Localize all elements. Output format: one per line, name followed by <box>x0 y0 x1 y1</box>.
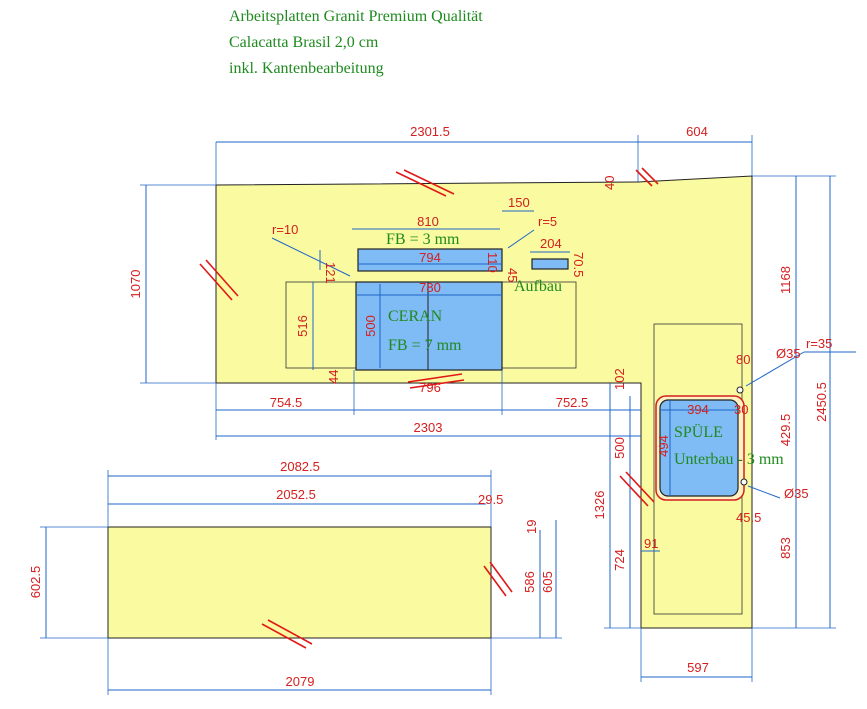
dim-150: 150 <box>508 195 530 210</box>
dim-19: 19 <box>524 520 539 534</box>
dim-29-5: 29.5 <box>478 492 503 507</box>
dim-top-604: 604 <box>686 124 708 139</box>
dim-2052-5: 2052.5 <box>276 487 316 502</box>
edge-hatch-marks <box>199 167 659 649</box>
dim-853: 853 <box>778 537 793 559</box>
dim-1326: 1326 <box>592 491 607 520</box>
header-line-3: inkl. Kantenbearbeitung <box>229 60 384 77</box>
dim-91: 91 <box>644 536 658 551</box>
dim-r10: r=10 <box>272 222 298 237</box>
header-line-2: Calacatta Brasil 2,0 cm <box>229 34 379 51</box>
dim-top-2301: 2301.5 <box>410 124 450 139</box>
dim-586: 586 <box>522 571 537 593</box>
dim-110: 110 <box>485 252 500 273</box>
dim-724: 724 <box>612 549 627 571</box>
dim-796: 796 <box>419 380 441 395</box>
dim-44: 44 <box>326 370 341 384</box>
label-ceran: CERAN <box>388 308 443 325</box>
dim-602-5: 602.5 <box>28 566 43 599</box>
tap-hole-bottom <box>740 478 748 486</box>
dim-45: 45 <box>505 268 520 282</box>
label-fb3: FB = 3 mm <box>386 231 460 248</box>
main-countertop-slab <box>215 175 753 629</box>
dim-1168: 1168 <box>778 266 793 294</box>
vent-cutout <box>357 248 503 272</box>
dim-605: 605 <box>540 571 555 593</box>
dim-794: 794 <box>419 250 441 265</box>
dim-40: 40 <box>602 176 617 190</box>
dim-810: 810 <box>417 214 439 229</box>
label-spuele: SPÜLE <box>674 423 723 441</box>
aufbau-cutout <box>531 258 569 270</box>
dim-121: 121 <box>323 262 338 284</box>
dim-429-5: 429.5 <box>778 414 793 447</box>
dim-500b: 500 <box>612 437 627 459</box>
label-unterbau: Unterbau - 3 mm <box>674 451 784 468</box>
header-line-1: Arbeitsplatten Granit Premium Qualität <box>229 8 483 25</box>
dim-2082-5: 2082.5 <box>280 459 320 474</box>
header-text: Arbeitsplatten Granit Premium Qualität C… <box>229 4 483 82</box>
dim-500: 500 <box>363 315 378 337</box>
dim-o35-bottom: Ø35 <box>784 486 809 501</box>
dim-45-5: 45.5 <box>736 510 761 525</box>
dim-70-5: 70.5 <box>571 252 586 277</box>
dim-102: 102 <box>612 368 627 390</box>
dim-754-5: 754.5 <box>270 395 303 410</box>
dim-597: 597 <box>687 660 709 675</box>
dim-752-5: 752.5 <box>556 395 589 410</box>
label-aufbau: Aufbau <box>514 278 562 295</box>
dim-r5: r=5 <box>538 214 557 229</box>
second-countertop-slab <box>107 526 492 639</box>
dim-30: 30 <box>734 402 748 417</box>
dim-394: 394 <box>687 402 709 417</box>
dim-1070: 1070 <box>128 270 143 299</box>
dim-2079: 2079 <box>286 674 315 689</box>
dim-2450-5: 2450.5 <box>814 382 829 422</box>
dim-o35-top: Ø35 <box>776 346 801 361</box>
dim-r35: r=35 <box>806 336 832 351</box>
dim-2303: 2303 <box>414 420 443 435</box>
dim-516: 516 <box>295 315 310 337</box>
sink-cutout <box>659 399 739 497</box>
dim-780: 780 <box>419 280 441 295</box>
label-fb7: FB = 7 mm <box>388 337 462 354</box>
dim-80: 80 <box>736 352 750 367</box>
tap-hole-top <box>736 386 744 394</box>
dim-494: 494 <box>656 435 671 457</box>
dim-204: 204 <box>540 236 562 251</box>
